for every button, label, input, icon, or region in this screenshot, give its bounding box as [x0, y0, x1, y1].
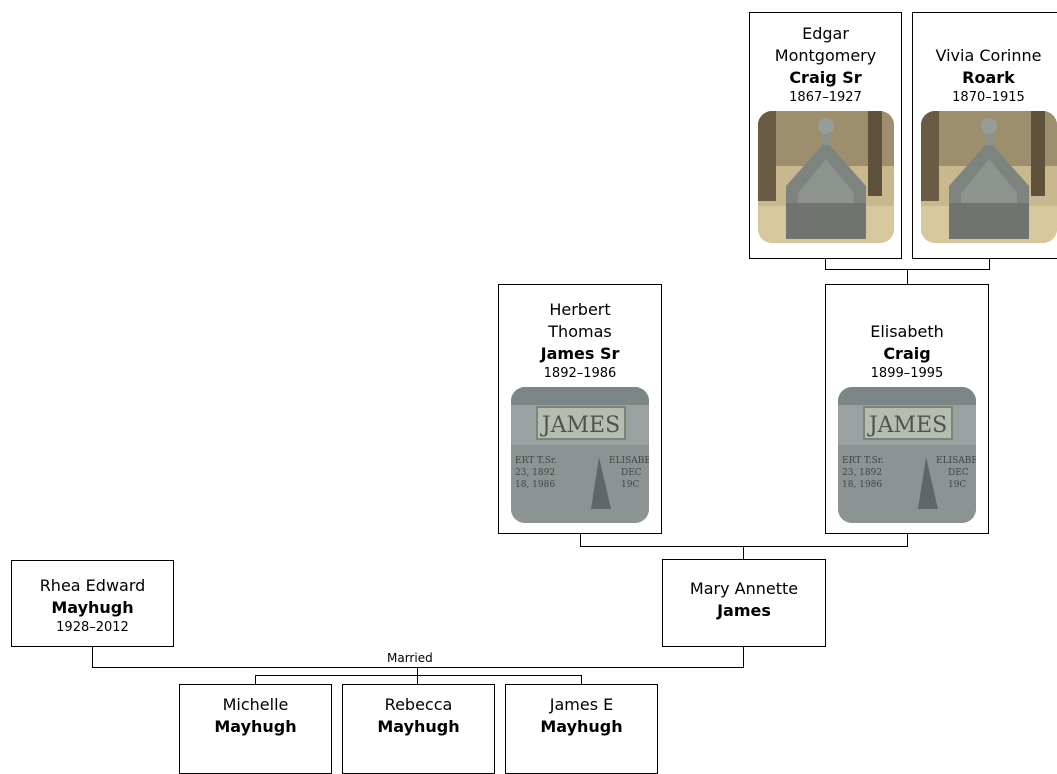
svg-text:JAMES: JAMES: [540, 413, 620, 438]
connector-edgar-down: [825, 258, 826, 269]
svg-text:JAMES: JAMES: [867, 413, 947, 438]
connector-mary-down: [743, 646, 744, 667]
connector-marriage-to-children: [417, 667, 418, 675]
connector-children-bar: [255, 675, 582, 676]
life-dates: 1870–1915: [952, 90, 1025, 105]
surname: Roark: [962, 68, 1015, 87]
connector-james-couple-bar: [580, 546, 908, 547]
person-card-herbert[interactable]: Herbert Thomas James Sr 1892–1986 JAMES …: [498, 284, 662, 534]
life-dates: 1899–1995: [870, 366, 944, 381]
svg-text:19C: 19C: [948, 480, 966, 490]
life-dates: 1867–1927: [789, 90, 862, 105]
connector-vivia-down: [989, 258, 990, 269]
svg-text:18, 1986: 18, 1986: [842, 480, 882, 490]
surname: Mayhugh: [51, 598, 134, 617]
connector-herbert-down: [580, 533, 581, 546]
svg-text:ERT T.Sr.: ERT T.Sr.: [515, 456, 557, 466]
life-dates: 1928–2012: [56, 620, 129, 635]
person-card-rebecca[interactable]: Rebecca Mayhugh: [342, 684, 495, 774]
surname: Craig Sr: [789, 68, 862, 87]
gravestone-photo: JAMES ERT T.Sr. 23, 1892 18, 1986 ELISAB…: [838, 387, 976, 523]
svg-text:ELISABE: ELISABE: [936, 456, 976, 466]
person-card-mary[interactable]: Mary Annette James: [662, 559, 826, 647]
connector-to-mary: [743, 546, 744, 559]
svg-text:19C: 19C: [621, 480, 639, 490]
given-name: Elisabeth: [870, 322, 944, 341]
svg-text:18, 1986: 18, 1986: [515, 480, 555, 490]
person-card-rhea[interactable]: Rhea Edward Mayhugh 1928–2012: [11, 560, 174, 647]
given-name: Herbert Thomas: [548, 300, 612, 341]
person-card-edgar[interactable]: Edgar Montgomery Craig Sr 1867–1927: [749, 12, 902, 259]
given-name: Vivia Corinne: [935, 46, 1042, 65]
person-card-jamese[interactable]: James E Mayhugh: [505, 684, 658, 774]
surname: James: [717, 601, 771, 620]
connector-jamese-up: [581, 675, 582, 684]
given-name: James E: [549, 695, 614, 714]
given-name: Rebecca: [384, 695, 453, 714]
surname: James Sr: [540, 344, 620, 363]
connector-michelle-up: [255, 675, 256, 684]
connector-rebecca-up: [417, 675, 418, 684]
connector-elisabeth-down: [907, 533, 908, 546]
gravestone-photo: JAMES ERT T.Sr. 23, 1892 18, 1986 ELISAB…: [511, 387, 649, 523]
given-name: Rhea Edward: [39, 576, 146, 595]
surname: Mayhugh: [540, 717, 623, 736]
given-name: Michelle: [222, 695, 289, 714]
surname: Mayhugh: [214, 717, 297, 736]
life-dates: 1892–1986: [543, 366, 617, 381]
surname: Mayhugh: [377, 717, 460, 736]
svg-text:23, 1892: 23, 1892: [515, 468, 555, 478]
svg-text:ELISABE: ELISABE: [609, 456, 649, 466]
person-card-michelle[interactable]: Michelle Mayhugh: [179, 684, 332, 774]
tombstone-photo: [920, 111, 1057, 243]
svg-text:ERT T.Sr.: ERT T.Sr.: [842, 456, 884, 466]
connector-marriage-bar: [92, 667, 744, 668]
person-card-elisabeth[interactable]: Elisabeth Craig 1899–1995 JAMES ERT T.Sr…: [825, 284, 989, 534]
svg-text:DEC: DEC: [621, 468, 642, 478]
marriage-label: Married: [384, 651, 436, 665]
given-name: Mary Annette: [689, 579, 799, 598]
svg-text:23, 1892: 23, 1892: [842, 468, 882, 478]
connector-to-elisabeth: [907, 269, 908, 284]
person-card-vivia[interactable]: Vivia Corinne Roark 1870–1915: [912, 12, 1057, 259]
tombstone-photo: [757, 111, 894, 243]
svg-text:DEC: DEC: [948, 468, 969, 478]
surname: Craig: [883, 344, 931, 363]
connector-rhea-down: [92, 646, 93, 667]
given-name: Edgar Montgomery: [774, 24, 877, 65]
